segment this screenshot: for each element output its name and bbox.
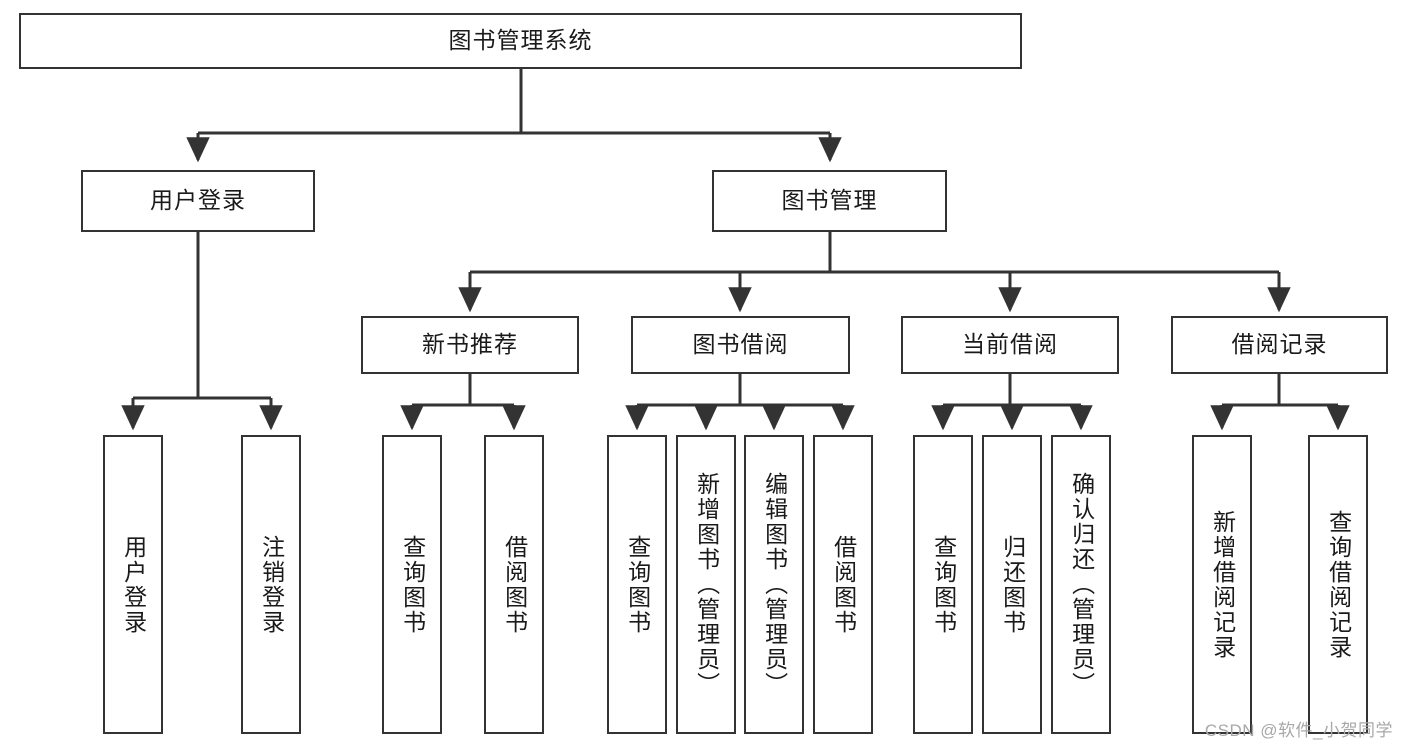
node-label: 归还图书	[999, 534, 1026, 635]
node-leaf-borrow-book-recommend[interactable]: 借阅图书	[484, 435, 544, 734]
node-label: 借阅记录	[1231, 331, 1328, 358]
node-label: 确认归还（管理员）	[1068, 472, 1095, 697]
node-leaf-query-book-current[interactable]: 查询图书	[913, 435, 973, 734]
node-label: 当前借阅	[962, 331, 1058, 358]
node-leaf-query-borrow-record[interactable]: 查询借阅记录	[1308, 435, 1368, 734]
node-label: 查询图书	[399, 534, 426, 635]
node-label: 图书管理	[781, 187, 878, 214]
node-leaf-query-book-borrow[interactable]: 查询图书	[607, 435, 667, 734]
node-book-borrow[interactable]: 图书借阅	[631, 316, 850, 374]
node-leaf-edit-book-admin[interactable]: 编辑图书（管理员）	[744, 435, 804, 734]
node-label: 编辑图书（管理员）	[761, 472, 788, 697]
node-label: 查询图书	[624, 534, 651, 635]
node-leaf-query-book-recommend[interactable]: 查询图书	[382, 435, 442, 734]
node-label: 注销登录	[258, 534, 285, 635]
node-label: 查询图书	[930, 534, 957, 635]
node-label: 用户登录	[120, 534, 147, 635]
watermark-text: CSDN @软件_小贺同学	[1204, 721, 1393, 740]
node-leaf-logout-login[interactable]: 注销登录	[241, 435, 301, 734]
node-user-login[interactable]: 用户登录	[81, 170, 315, 232]
node-leaf-add-book-admin[interactable]: 新增图书（管理员）	[676, 435, 736, 734]
node-leaf-borrow-book[interactable]: 借阅图书	[813, 435, 873, 734]
node-label: 借阅图书	[501, 534, 528, 635]
node-borrow-record[interactable]: 借阅记录	[1171, 316, 1388, 374]
node-label: 图书借阅	[692, 331, 789, 358]
node-book-management[interactable]: 图书管理	[712, 170, 947, 232]
node-label: 借阅图书	[830, 534, 857, 635]
node-label: 新增借阅记录	[1209, 509, 1236, 660]
node-label: 新书推荐	[422, 331, 518, 358]
node-leaf-user-login[interactable]: 用户登录	[103, 435, 163, 734]
node-new-book-recommend[interactable]: 新书推荐	[361, 316, 579, 374]
node-label: 用户登录	[150, 187, 246, 214]
node-current-borrow[interactable]: 当前借阅	[901, 316, 1119, 374]
node-label: 查询借阅记录	[1325, 509, 1352, 660]
node-label: 新增图书（管理员）	[693, 472, 720, 697]
node-label: 图书管理系统	[448, 27, 593, 54]
node-leaf-add-borrow-record[interactable]: 新增借阅记录	[1192, 435, 1252, 734]
node-root-library-management-system[interactable]: 图书管理系统	[19, 13, 1022, 69]
node-leaf-confirm-return-admin[interactable]: 确认归还（管理员）	[1051, 435, 1111, 734]
node-leaf-return-book[interactable]: 归还图书	[982, 435, 1042, 734]
